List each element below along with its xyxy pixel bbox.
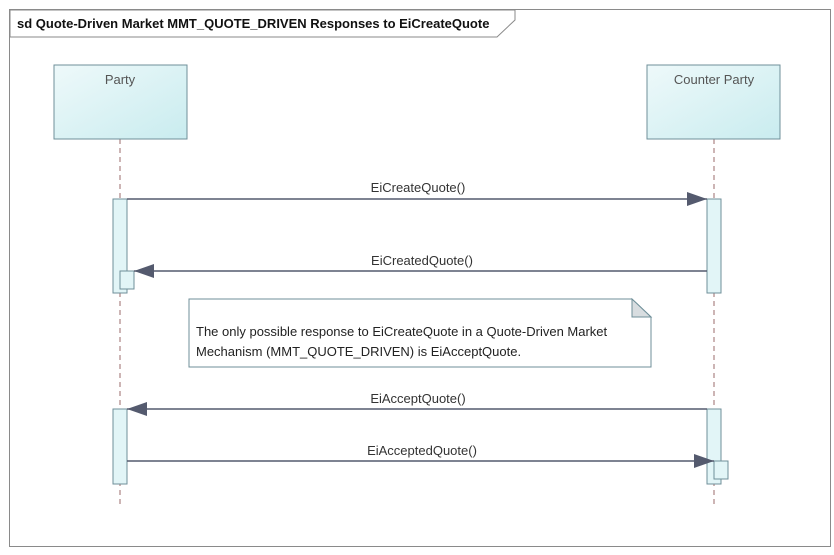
lifeline-party-box [53, 64, 188, 140]
message-eiacceptedquote[interactable]: EiAcceptedQuote() [127, 443, 714, 468]
lifeline-party-label: Party [105, 72, 136, 87]
message-eicreatequote[interactable]: EiCreateQuote() [127, 180, 707, 206]
activation-bar-counter-party-1[interactable] [706, 198, 722, 294]
lifeline-party[interactable]: Party [53, 64, 188, 140]
message-eiacceptedquote-label: EiAcceptedQuote() [367, 443, 477, 458]
message-eicreatedquote[interactable]: EiCreatedQuote() [134, 253, 707, 278]
message-eiacceptquote[interactable]: EiAcceptQuote() [127, 391, 707, 416]
lifeline-counter-party-box [646, 64, 781, 140]
diagram-title: sd Quote-Driven Market MMT_QUOTE_DRIVEN … [17, 16, 489, 31]
note[interactable]: The only possible response to EiCreateQu… [188, 297, 653, 368]
activation-bar-party-2[interactable] [112, 408, 128, 485]
note-folded-corner [631, 297, 653, 318]
message-eicreatequote-label: EiCreateQuote() [371, 180, 466, 195]
note-text-line-1: The only possible response to EiCreateQu… [196, 324, 608, 339]
note-text-line-2: Mechanism (MMT_QUOTE_DRIVEN) is EiAccept… [196, 344, 521, 359]
activation-bar-party-1[interactable] [112, 198, 128, 294]
lifeline-counter-party-label: Counter Party [674, 72, 755, 87]
title-tab [9, 9, 516, 38]
activation-bar-counter-party-nested[interactable] [713, 460, 729, 480]
message-eicreatedquote-label: EiCreatedQuote() [371, 253, 473, 268]
activation-bar-party-nested[interactable] [119, 270, 135, 290]
lifeline-counter-party[interactable]: Counter Party [646, 64, 781, 140]
message-eiacceptquote-label: EiAcceptQuote() [370, 391, 465, 406]
note-box [188, 298, 652, 368]
